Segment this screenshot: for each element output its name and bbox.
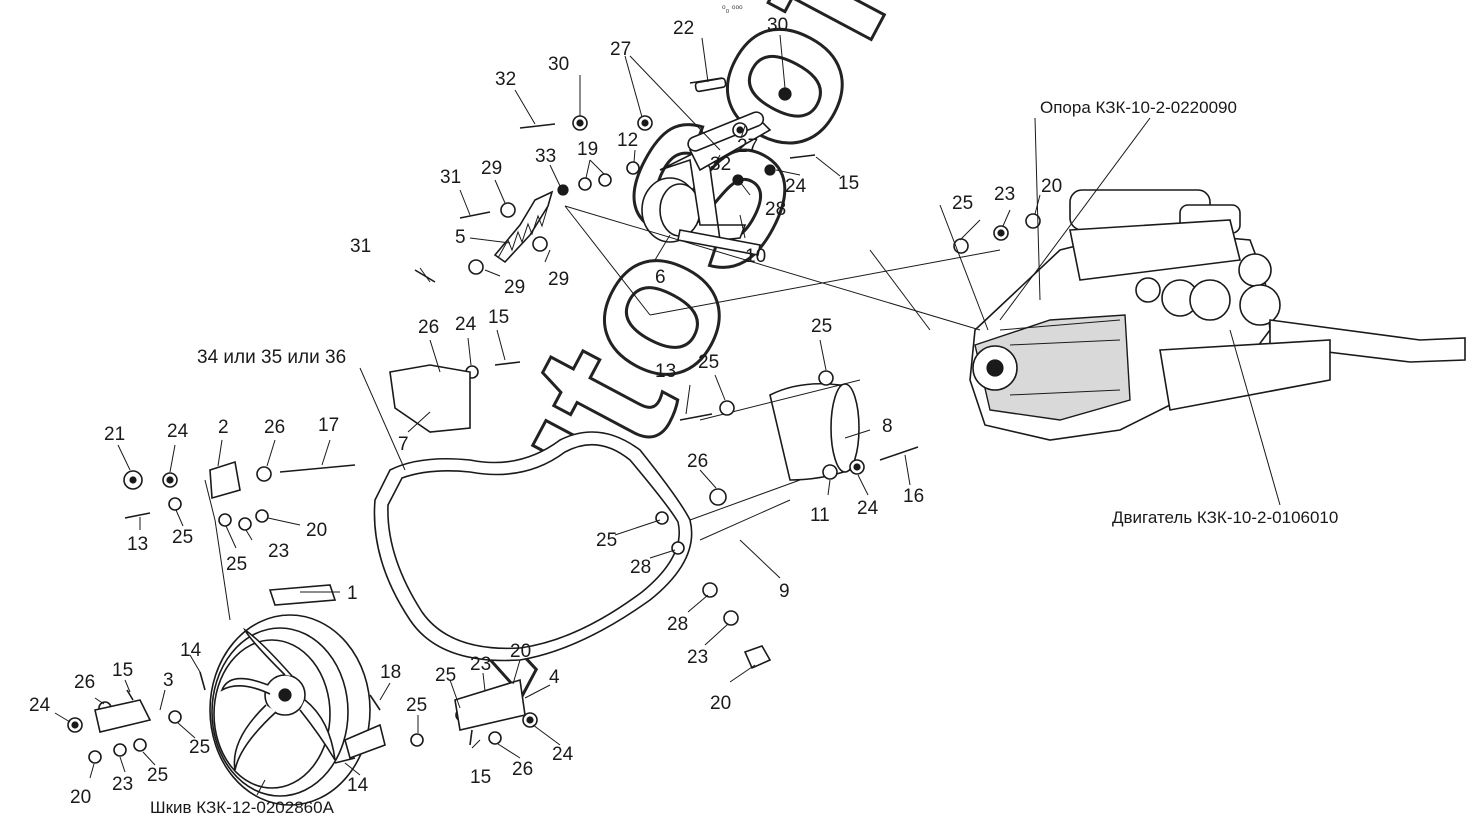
callout-23: 23 [994, 184, 1015, 205]
pulley [209, 584, 371, 806]
callout-1: 1 [347, 583, 358, 604]
callout-2: 2 [218, 417, 229, 438]
caption-belt-options: 34 или 35 или 36 [197, 347, 346, 368]
callout-23: 23 [268, 541, 289, 562]
callout-7: 7 [398, 434, 409, 455]
callout-25: 25 [147, 765, 168, 786]
callout-25: 25 [698, 352, 719, 373]
callout-20: 20 [306, 520, 327, 541]
callout-15: 15 [838, 173, 859, 194]
callout-27: 27 [610, 39, 631, 60]
callout-30: 30 [548, 54, 569, 75]
callout-14: 14 [347, 775, 369, 796]
callout-25: 25 [406, 695, 427, 716]
callout-20: 20 [70, 787, 91, 808]
callout-21: 21 [104, 424, 125, 445]
tensioner-drum [689, 379, 861, 541]
callout-28: 28 [765, 199, 786, 220]
engine [969, 189, 1466, 441]
callout-4: 4 [549, 667, 560, 688]
caption-pulley: Шкив КЗК-12-0202860А [150, 798, 335, 817]
callout-12: 12 [617, 130, 638, 151]
callout-26: 26 [687, 451, 708, 472]
callout-25: 25 [811, 316, 832, 337]
callout-15: 15 [470, 767, 491, 788]
callout-26: 26 [418, 317, 439, 338]
leader-lines [54, 34, 1281, 796]
callout-10: 10 [745, 246, 766, 267]
callout-26: 26 [264, 417, 285, 438]
callout-22: 22 [673, 18, 694, 39]
callout-20: 20 [710, 693, 731, 714]
callout-20: 20 [1041, 176, 1062, 197]
callout-27: 27 [737, 136, 758, 157]
callout-31: 31 [440, 167, 461, 188]
callout-24: 24 [857, 498, 879, 519]
callout-23: 23 [112, 774, 133, 795]
callout-25: 25 [226, 554, 247, 575]
callout-33: 33 [535, 146, 556, 167]
callout-5: 5 [455, 227, 466, 248]
callout-32: 32 [710, 154, 731, 175]
callout-24: 24 [552, 744, 574, 765]
callout-13: 13 [127, 534, 148, 555]
callout-25: 25 [435, 665, 456, 686]
caption-engine: Двигатель КЗК-10-2-0106010 [1112, 508, 1338, 527]
callout-25: 25 [189, 737, 210, 758]
callout-6: 6 [655, 267, 666, 288]
callout-24: 24 [785, 176, 807, 197]
callout-31: 31 [350, 236, 371, 257]
callout-15: 15 [112, 660, 133, 681]
caption-support: Опора КЗК-10-2-0220090 [1040, 98, 1237, 117]
callout-8: 8 [882, 416, 893, 437]
callout-29: 29 [504, 277, 525, 298]
callout-28: 28 [630, 557, 651, 578]
callout-24: 24 [29, 695, 51, 716]
callout-29: 29 [481, 158, 502, 179]
callout-labels: 22 30 27 30 32 12 27 32 33 19 31 29 24 1… [29, 15, 1062, 808]
callout-13: 13 [655, 361, 676, 382]
callout-25: 25 [172, 527, 193, 548]
tensioner-arm-assembly [641, 77, 772, 256]
callout-15: 15 [488, 307, 509, 328]
callout-25: 25 [952, 193, 973, 214]
callout-23: 23 [470, 654, 491, 675]
callout-26: 26 [512, 759, 533, 780]
callout-20: 20 [510, 641, 531, 662]
callout-29: 29 [548, 269, 569, 290]
top-mark: ⁰₀ ⁰⁰⁰ [722, 4, 743, 14]
callout-30: 30 [767, 15, 788, 36]
callout-18: 18 [380, 662, 401, 683]
callout-16: 16 [903, 486, 924, 507]
callout-11: 11 [810, 505, 830, 526]
hardware [67, 77, 1041, 764]
callout-17: 17 [318, 415, 339, 436]
callout-26: 26 [74, 672, 95, 693]
callout-23: 23 [687, 647, 708, 668]
callout-14: 14 [180, 640, 202, 661]
spring [493, 190, 554, 264]
drive-belt [373, 431, 693, 662]
callout-32: 32 [495, 69, 516, 90]
callout-24: 24 [167, 421, 189, 442]
callout-25: 25 [596, 530, 617, 551]
callout-9: 9 [779, 581, 790, 602]
callout-3: 3 [163, 670, 174, 691]
callout-19: 19 [577, 139, 598, 160]
callout-28: 28 [667, 614, 688, 635]
callout-24: 24 [455, 314, 477, 335]
